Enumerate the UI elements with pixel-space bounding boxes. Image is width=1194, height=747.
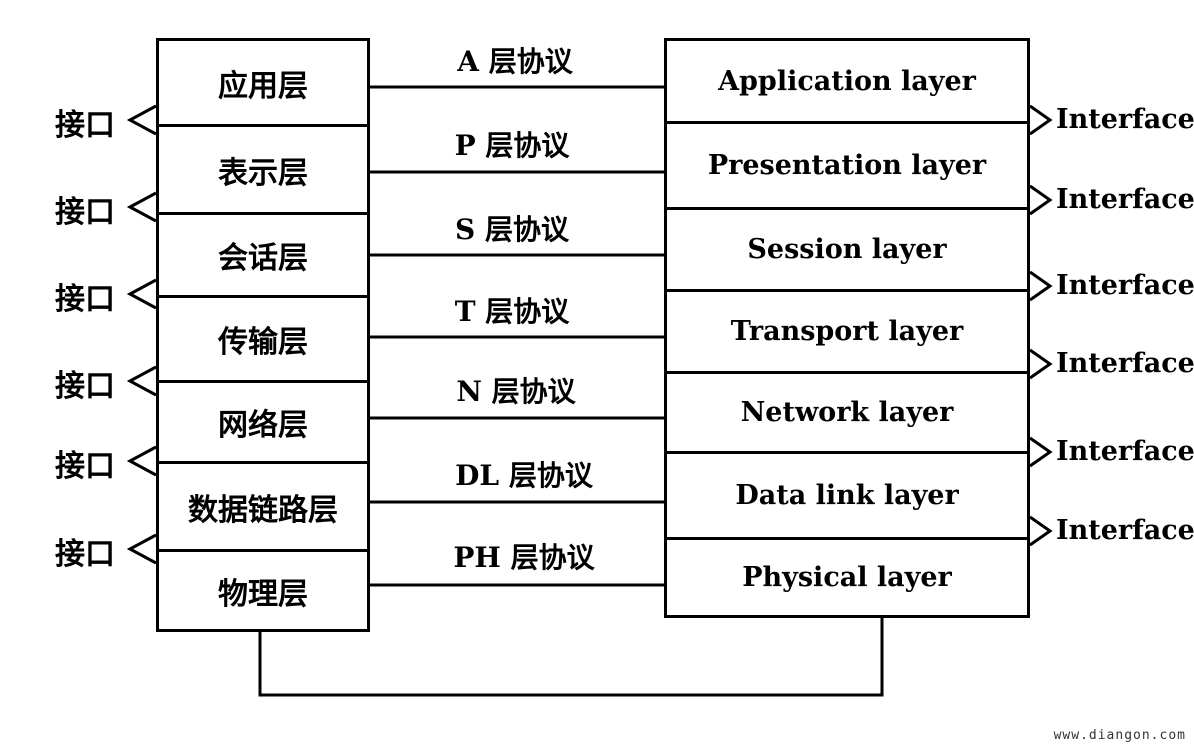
right-interface-chevron-6 [1029, 515, 1053, 547]
right-interface-chevron-5 [1029, 436, 1053, 468]
right-layer-application: Application layer [667, 41, 1027, 121]
left-layer-label: 应用层 [218, 68, 308, 104]
left-layer-transport: 传输层 [159, 295, 367, 380]
left-interface-chevron-6 [126, 533, 157, 565]
left-interface-label: 接口 [55, 108, 115, 143]
right-interface-chevron-2 [1029, 184, 1053, 216]
right-interface-chevron-3 [1029, 270, 1053, 302]
right-layer-transport: Transport layer [667, 289, 1027, 371]
right-interface-label: Interface [1056, 348, 1194, 379]
left-interface-chevron-4 [126, 365, 157, 397]
left-interface-chevron-3 [126, 278, 157, 310]
left-layer-label: 表示层 [218, 155, 308, 191]
left-interface-label: 接口 [55, 369, 115, 404]
right-layer-stack: Application layer Presentation layer Ses… [664, 38, 1030, 618]
protocol-label-p: P 层协议 [454, 129, 570, 162]
right-layer-label: Data link layer [735, 480, 959, 511]
left-layer-data-link: 数据链路层 [159, 461, 367, 549]
protocol-label-ph: PH 层协议 [453, 541, 595, 574]
protocol-label-s: S 层协议 [455, 213, 569, 246]
protocol-label-a: A 层协议 [457, 45, 573, 78]
left-interface-chevron-5 [126, 445, 157, 477]
right-layer-label: Presentation layer [707, 150, 987, 181]
right-layer-session: Session layer [667, 207, 1027, 289]
right-interface-chevron-4 [1029, 348, 1053, 380]
left-interface-chevron-1 [126, 104, 157, 136]
right-layer-data-link: Data link layer [667, 451, 1027, 537]
left-interface-label: 接口 [55, 449, 115, 484]
left-layer-label: 网络层 [218, 408, 308, 443]
right-layer-presentation: Presentation layer [667, 121, 1027, 207]
right-layer-label: Network layer [740, 397, 954, 428]
right-interface-label: Interface [1056, 270, 1194, 301]
right-layer-label: Application layer [718, 65, 976, 97]
left-layer-network: 网络层 [159, 380, 367, 461]
left-layer-session: 会话层 [159, 212, 367, 295]
left-layer-label: 数据链路层 [188, 492, 338, 528]
right-layer-network: Network layer [667, 371, 1027, 451]
right-interface-label: Interface [1056, 436, 1194, 467]
left-layer-presentation: 表示层 [159, 124, 367, 212]
right-interface-label: Interface [1056, 184, 1194, 215]
physical-medium-line [258, 616, 884, 697]
protocol-label-t: T 层协议 [454, 295, 570, 328]
left-layer-label: 会话层 [218, 241, 308, 276]
right-interface-label: Interface [1056, 515, 1194, 546]
protocol-label-n: N 层协议 [456, 375, 576, 408]
watermark: www.diangon.com [1053, 728, 1186, 743]
left-interface-label: 接口 [55, 282, 115, 317]
left-interface-chevron-2 [126, 191, 157, 223]
protocol-label-dl: DL 层协议 [455, 459, 593, 492]
right-layer-label: Transport layer [730, 316, 964, 347]
left-interface-label: 接口 [55, 195, 115, 230]
right-interface-label: Interface [1056, 104, 1194, 135]
left-interface-label: 接口 [55, 537, 115, 572]
left-layer-label: 传输层 [218, 325, 308, 360]
right-layer-physical: Physical layer [667, 537, 1027, 615]
right-layer-label: Physical layer [742, 562, 952, 593]
right-interface-chevron-1 [1029, 104, 1053, 136]
right-layer-label: Session layer [747, 234, 947, 265]
left-layer-physical: 物理层 [159, 549, 367, 629]
left-layer-label: 物理层 [218, 576, 308, 612]
left-layer-stack: 应用层 表示层 会话层 传输层 网络层 数据链路层 物理层 [156, 38, 370, 632]
left-layer-application: 应用层 [159, 41, 367, 124]
